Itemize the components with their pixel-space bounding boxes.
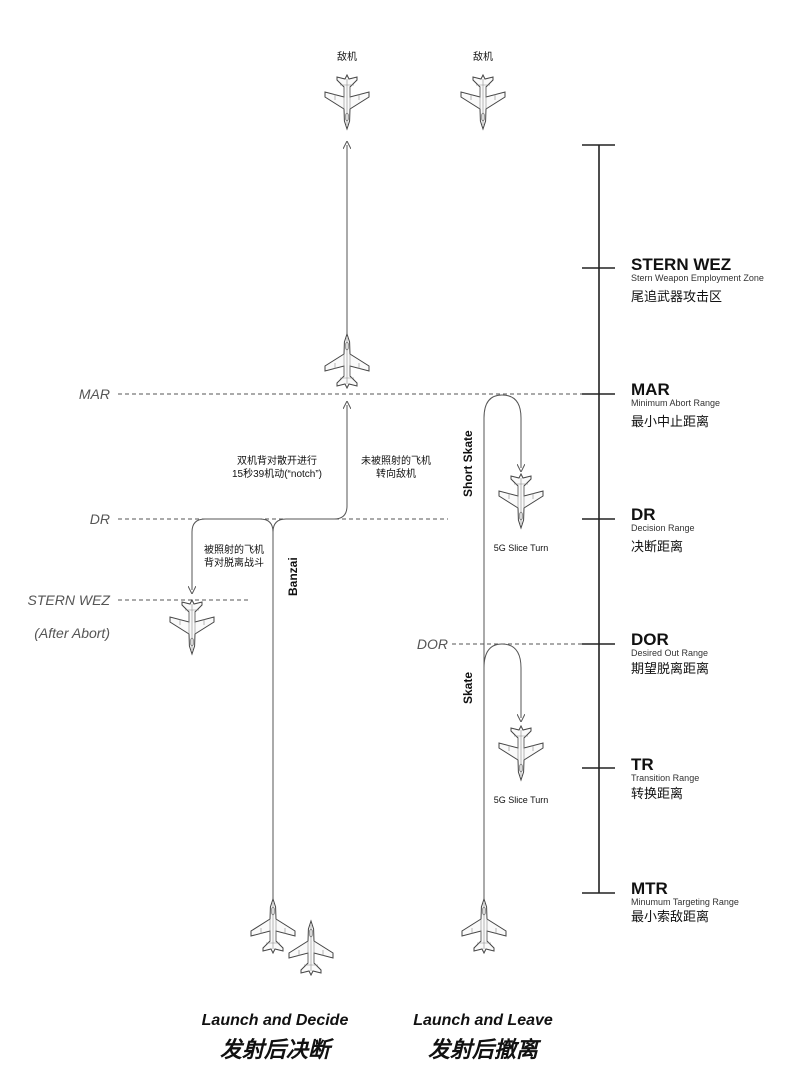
zone-cn: 决断距离 bbox=[631, 539, 683, 554]
zone-tr: TR Transition Range 转换距离 bbox=[631, 755, 699, 801]
zone-cn: 尾追武器攻击区 bbox=[631, 289, 722, 304]
skate-jet bbox=[498, 725, 544, 781]
unlit-note-line2: 转向敌机 bbox=[376, 467, 416, 480]
zone-cn: 期望脱离距离 bbox=[631, 661, 709, 676]
enemy-label-1: 敌机 bbox=[337, 50, 357, 63]
footer-left-en: Launch and Decide bbox=[202, 1012, 349, 1029]
zone-mtr: MTR Minumum Targeting Range 最小索敌距离 bbox=[631, 879, 739, 924]
slice-turn-label-lower: 5G Slice Turn bbox=[494, 795, 549, 805]
unlit-note-line1: 未被照射的飞机 bbox=[361, 454, 431, 467]
zone-name: DOR bbox=[631, 630, 669, 649]
zone-sub: Stern Weapon Employment Zone bbox=[631, 273, 764, 283]
left-label-stern-wez: STERN WEZ bbox=[28, 592, 111, 608]
zone-dr: DR Decision Range 决断距离 bbox=[631, 505, 695, 554]
zone-sub: Decision Range bbox=[631, 523, 695, 533]
footer-right-en: Launch and Leave bbox=[413, 1012, 553, 1029]
zone-cn: 最小索敌距离 bbox=[631, 909, 709, 924]
enemy-jet-2 bbox=[460, 74, 506, 130]
lit-note-line1: 被照射的飞机 bbox=[204, 543, 264, 556]
short-skate-jet bbox=[498, 473, 544, 529]
short-skate-label: Short Skate bbox=[461, 430, 475, 497]
zone-sub: Minimum Abort Range bbox=[631, 398, 720, 408]
zone-sub: Minumum Targeting Range bbox=[631, 897, 739, 907]
zone-sub: Desired Out Range bbox=[631, 648, 708, 658]
zone-name: TR bbox=[631, 755, 654, 774]
zone-name: MAR bbox=[631, 380, 670, 399]
zone-cn: 最小中止距离 bbox=[631, 414, 709, 429]
left-label-mar: MAR bbox=[79, 386, 110, 402]
notch-note-line1: 双机背对散开进行 bbox=[237, 454, 317, 467]
short-skate-path bbox=[483, 394, 521, 900]
left-label-dor: DOR bbox=[417, 636, 448, 652]
zone-name: STERN WEZ bbox=[631, 255, 731, 274]
unlit-jet bbox=[324, 333, 370, 389]
left-label-dr: DR bbox=[90, 511, 110, 527]
zone-cn: 转换距离 bbox=[631, 786, 683, 801]
slice-turn-label-upper: 5G Slice Turn bbox=[494, 543, 549, 553]
zone-sub: Transition Range bbox=[631, 773, 699, 783]
footer-right-cn: 发射后撤离 bbox=[428, 1037, 542, 1062]
skate-path bbox=[483, 643, 521, 718]
zone-name: MTR bbox=[631, 879, 668, 898]
zone-stern-wez: STERN WEZ Stern Weapon Employment Zone 尾… bbox=[631, 255, 764, 304]
enemy-jet-1 bbox=[324, 74, 370, 130]
launch-leave-jet bbox=[461, 898, 507, 954]
footer-left-cn: 发射后决断 bbox=[220, 1037, 335, 1062]
left-label-after-abort: (After Abort) bbox=[34, 625, 110, 641]
lit-jet-abort bbox=[169, 599, 215, 655]
banzai-label: Banzai bbox=[286, 557, 300, 596]
skate-label: Skate bbox=[461, 672, 475, 704]
enemy-label-2: 敌机 bbox=[473, 50, 493, 63]
notch-note-line2: 15秒39机动(“notch”) bbox=[232, 467, 322, 480]
range-scale bbox=[582, 144, 615, 894]
unlit-aircraft-path bbox=[272, 405, 347, 533]
zone-mar: MAR Minimum Abort Range 最小中止距离 bbox=[631, 380, 720, 429]
launch-decide-jet-wing bbox=[288, 920, 334, 976]
lit-aircraft-path bbox=[192, 518, 274, 900]
lit-note-line2: 背对脱离战斗 bbox=[204, 556, 264, 569]
zone-name: DR bbox=[631, 505, 656, 524]
zone-dor: DOR Desired Out Range 期望脱离距离 bbox=[631, 630, 709, 676]
launch-decide-jet-lead bbox=[250, 898, 296, 954]
